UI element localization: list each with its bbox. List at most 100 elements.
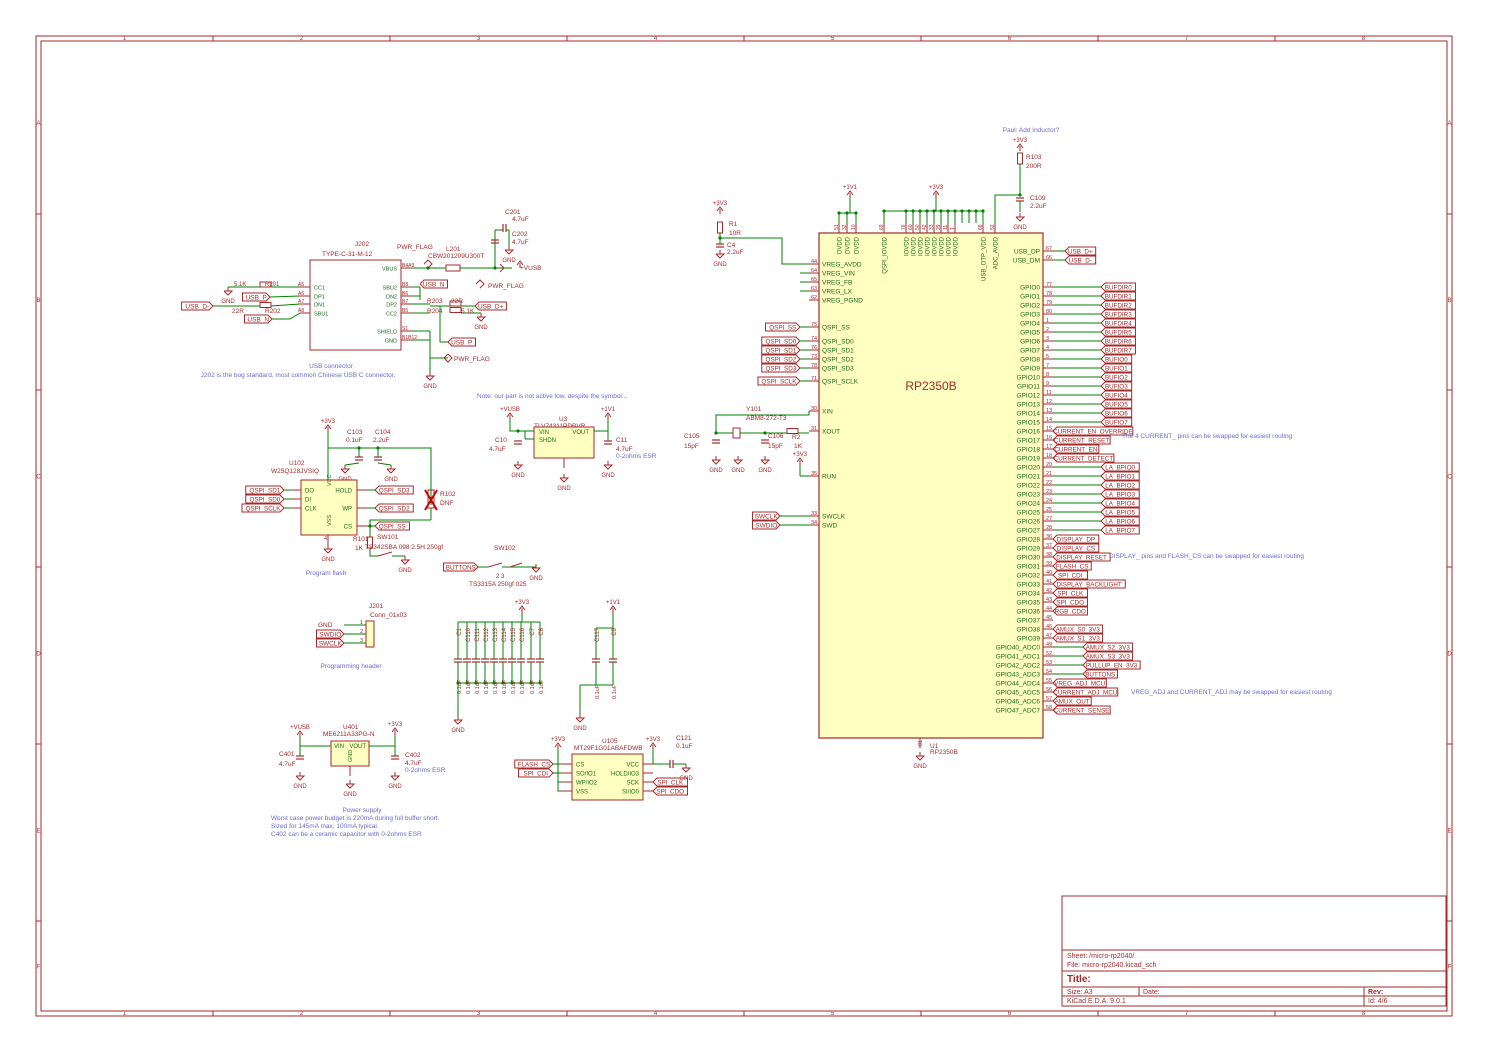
net-label-flag [514, 759, 554, 769]
mcu-pin-number: 35 [811, 471, 817, 477]
net-label-flag [1052, 579, 1126, 589]
mcu-pin-number: 52 [1046, 651, 1052, 657]
decoupling-value: 0.1uF [493, 679, 499, 694]
net-label-flag [1064, 246, 1097, 256]
mcu-pin-name: GPIO32 [1017, 573, 1041, 580]
r101-value: 1K [355, 545, 364, 552]
mcu-pin-name: QSPI_SCLK [822, 379, 859, 386]
j202-pin-name: CC1 [314, 286, 325, 292]
net-label: RGB_CDO [1055, 609, 1086, 616]
decoupling-ref: C115 [511, 627, 517, 642]
net-label-flag [1100, 390, 1133, 400]
mcu-pin-name: GPIO38 [1017, 627, 1041, 634]
mcu-pin-name: GPIO33 [1017, 582, 1041, 589]
row-marker: D [36, 652, 41, 658]
crystal-body [732, 427, 741, 439]
gnd-symbol [504, 249, 515, 255]
net-label: CURRENT_DETECT [1054, 456, 1114, 463]
net-label: LA_BPIO7 [1105, 528, 1135, 535]
net-label-flag [1100, 408, 1133, 418]
u102-vcc: VCC [327, 474, 333, 486]
note-esr-u3: 0-2ohms ESR [616, 453, 657, 460]
mcu-pin-number: 46 [1046, 624, 1052, 630]
j202-pin-number: B1B12 [402, 335, 417, 341]
power-arrow [506, 412, 514, 418]
net-label: USB_N [423, 282, 445, 289]
power-arrow [716, 206, 724, 212]
j202-ref: J202 [355, 241, 369, 248]
mcu-pin-number: 65 [811, 277, 817, 283]
net-label-flag [765, 322, 801, 332]
gnd-symbol [425, 375, 436, 381]
note-usb-desc: J202 is the bog standard, most common Ch… [201, 372, 396, 379]
mcu-pin-number: 33 [929, 224, 935, 230]
j201-pin-number: 3 [360, 638, 363, 644]
gnd-label: GND [343, 792, 357, 798]
net-label-flag [1052, 453, 1115, 463]
mcu-pin-number: 43 [1046, 597, 1052, 603]
vusb-label: +VUSB [520, 265, 542, 272]
mcu-pin-name: GPIO10 [1017, 375, 1041, 382]
gnd-symbol [760, 459, 771, 465]
mcu-pin-name: GPIO28 [1017, 537, 1041, 544]
gnd-symbol [559, 477, 570, 483]
gnd-label: GND [321, 557, 335, 563]
j202-pin-number: A6 [298, 291, 304, 297]
row-marker: C [36, 475, 41, 481]
j202-pin-number: B4A9 [402, 263, 414, 269]
net-label: AMUX_S3_3V3 [1086, 654, 1131, 661]
gnd-symbol [715, 253, 726, 259]
j202-pin-name: DN2 [386, 295, 397, 301]
wire [269, 295, 301, 298]
col-marker: 3 [477, 1011, 481, 1017]
net-label-flag [1052, 687, 1119, 697]
net-label-flag [1052, 435, 1111, 445]
net-label: BUFDIR2 [1105, 303, 1132, 310]
mcu-pin-number: 78 [1046, 291, 1052, 297]
net-label-flag [1100, 327, 1136, 337]
power-arrow [296, 730, 304, 736]
net-label: SPI_CDI [1058, 573, 1083, 580]
mcu-pin-number: 42 [922, 224, 928, 230]
gnd-label: GND [423, 384, 437, 390]
wire [344, 462, 360, 466]
power-label: +3V3 [321, 419, 336, 425]
note-paul: Paul: Add Inductor? [1003, 127, 1060, 134]
wires: +1V1+3V3+3V3GND+3V3GNDQSPI_SSQSPI_SD0QSP… [181, 138, 1028, 798]
net-label: CURRENT_EN [1054, 447, 1097, 454]
switch-lever [509, 562, 523, 568]
mcu-pin-name: GPIO45_ADC5 [996, 690, 1041, 697]
u105-value: MT29F1G01ABAFDWB [574, 745, 643, 752]
net-label-flag [1100, 462, 1140, 472]
r202-ref: R202 [265, 308, 281, 315]
mcu-pin-number: 28 [1046, 525, 1052, 531]
gnd-symbol [400, 559, 411, 565]
mcu-pin-number: 37 [1046, 543, 1052, 549]
mcu-pin-name: GPIO8 [1020, 357, 1040, 364]
net-label-flag [245, 494, 285, 504]
gnd-symbol [1015, 216, 1026, 222]
mcu-pin-number: 57 [1046, 696, 1052, 702]
junction-dot [854, 211, 858, 215]
decoupling-value: 0.1uF [484, 679, 490, 694]
net-label-flag [652, 777, 688, 787]
row-marker: D [1447, 652, 1452, 658]
net-label-flag [1100, 417, 1133, 427]
mcu-pin-name: QSPI_SD0 [822, 339, 854, 346]
net-label: QSPI_SD3 [765, 366, 796, 373]
r204-value: 5.1K [461, 308, 475, 315]
mcu-pin-name: GPIO12 [1017, 393, 1041, 400]
y101-value: ABM8-272-T3 [746, 415, 787, 422]
mcu-pin-name: GPIO34 [1017, 591, 1041, 598]
mcu-pin-number: 29 [936, 224, 942, 230]
net-label: BUFIO6 [1105, 411, 1128, 418]
mcu-pin-name: IOVDD [954, 236, 960, 256]
mcu-pin-name: ADC_AVDD [994, 236, 1000, 269]
mcu-pin-number: 80 [1046, 309, 1052, 315]
j201-value: Conn_01x03 [370, 612, 407, 619]
gnd-label: GND [221, 299, 235, 305]
mcu-pin-name: GPIO16 [1017, 429, 1041, 436]
mcu-pin-number: 75 [811, 322, 817, 328]
mcu-pin-number: 20 [1046, 462, 1052, 468]
